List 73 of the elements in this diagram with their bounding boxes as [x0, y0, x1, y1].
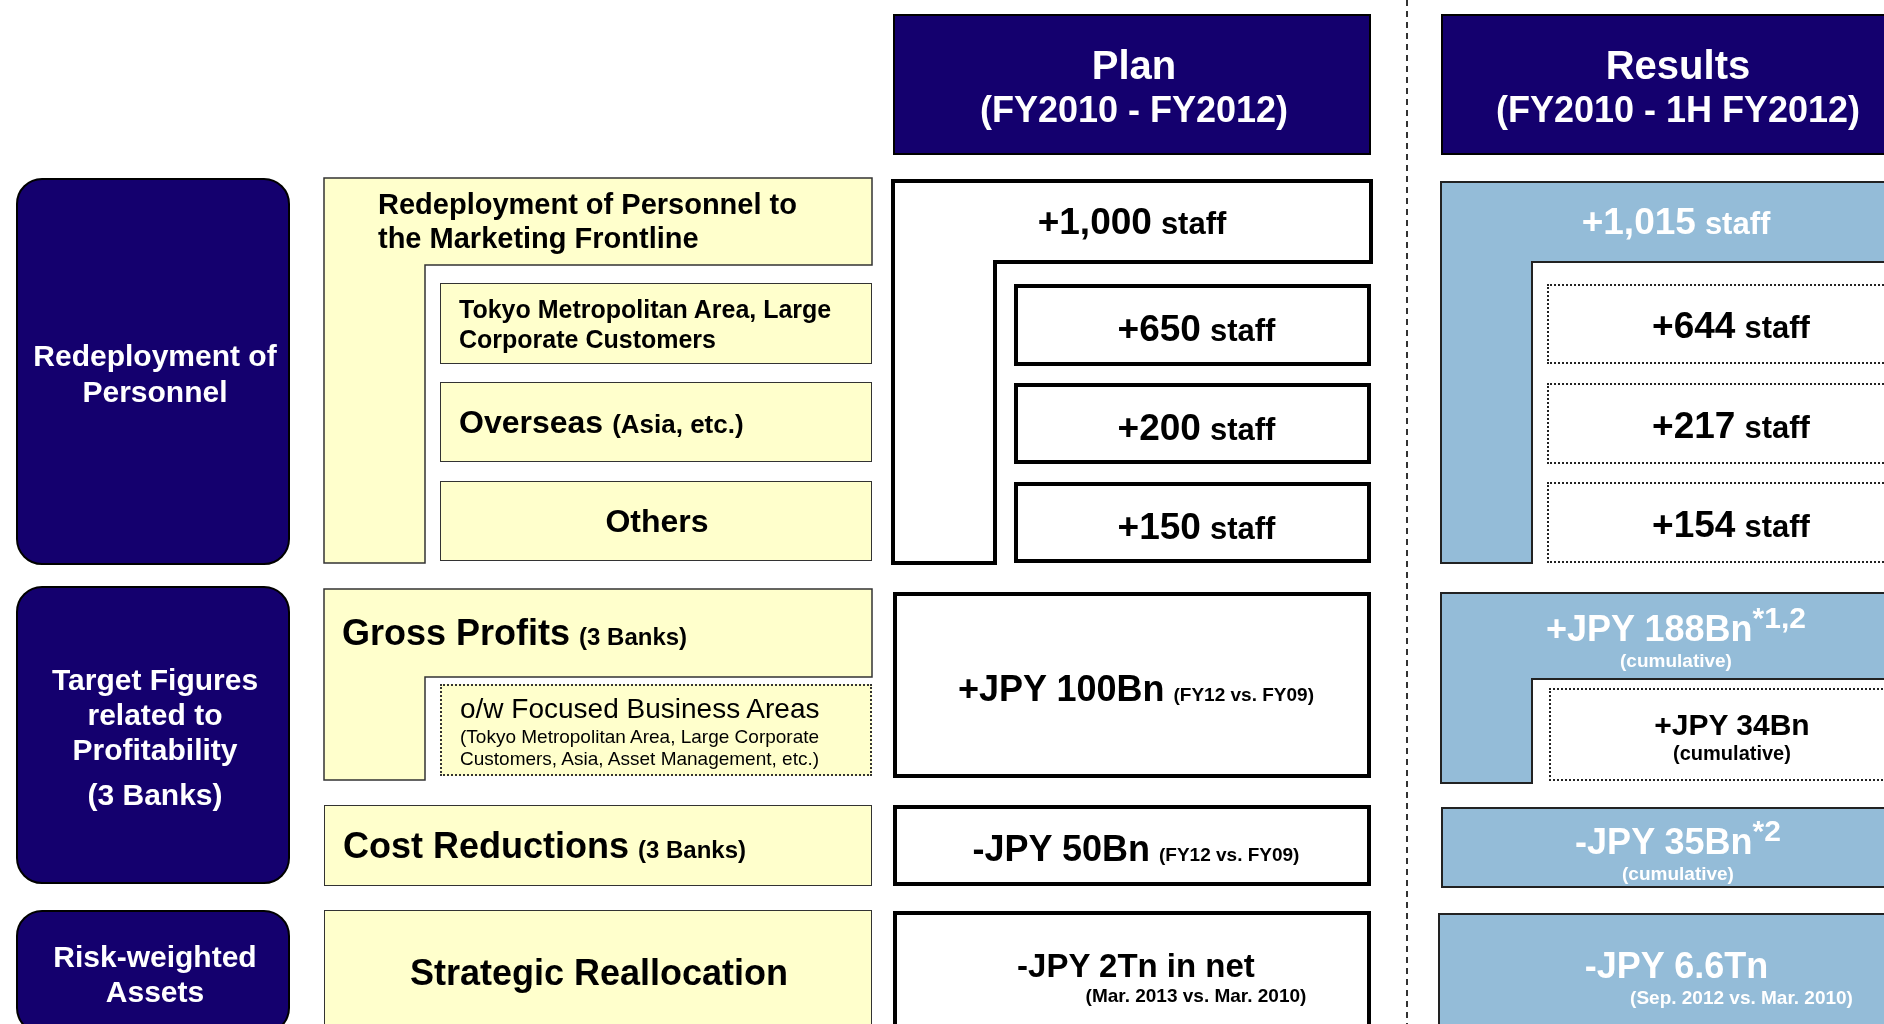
- period-text: (FY2010 - FY2012): [979, 88, 1289, 131]
- result-value: -JPY 35Bn$^{*2}$: [1575, 813, 1781, 864]
- result-box: [1438, 913, 1884, 1024]
- result-value: +JPY 188Bn$^{*1,2}$: [1546, 599, 1806, 650]
- item-note: (Asia, etc.): [612, 409, 744, 440]
- category-panel: [16, 586, 290, 884]
- target-value: -JPY 2Tn in net: [1017, 946, 1255, 986]
- result-note: staff: [1704, 206, 1771, 243]
- item-label: Overseas: [459, 404, 604, 442]
- target-note: staff: [1160, 205, 1227, 243]
- target-box: [1014, 383, 1371, 464]
- target-value: +1,000: [1037, 199, 1152, 244]
- item-panel: [324, 805, 872, 886]
- target-note: staff: [1209, 313, 1276, 350]
- result-value: +154: [1652, 502, 1736, 547]
- column-header: [893, 14, 1371, 155]
- result-value: +644: [1652, 304, 1736, 348]
- sub-item-panel: [440, 684, 872, 776]
- column-title: Plan: [1091, 42, 1177, 89]
- result-note: staff: [1744, 508, 1810, 546]
- result-note: staff: [1744, 409, 1810, 447]
- result-breakdown-box: [1549, 688, 1884, 781]
- target-box: [1014, 482, 1371, 563]
- item-panel: [440, 382, 872, 462]
- column-header: [1441, 14, 1884, 155]
- item-panel: [324, 910, 872, 1024]
- item-label: Strategic Reallocation: [409, 951, 789, 995]
- target-box: [1014, 284, 1371, 366]
- target-value: +JPY 100Bn: [958, 667, 1165, 711]
- result-box: [1441, 807, 1884, 888]
- target-box: [893, 805, 1371, 886]
- result-breakdown-box: [1547, 284, 1884, 364]
- category-panel: [16, 178, 290, 565]
- item-panel: [440, 481, 872, 561]
- result-value: +217: [1652, 403, 1736, 448]
- item-note: (3 Banks): [579, 622, 688, 651]
- target-note: staff: [1209, 411, 1276, 449]
- target-note: staff: [1209, 510, 1276, 548]
- target-note: (FY12 vs. FY09): [1173, 683, 1314, 707]
- target-box: [893, 592, 1371, 778]
- period-text: (FY2010 - 1H FY2012): [1495, 88, 1861, 131]
- result-value: +JPY 34Bn: [1654, 707, 1810, 743]
- item-panel: [440, 283, 872, 364]
- item-label: Gross Profits: [342, 611, 571, 655]
- target-value: +150: [1117, 504, 1201, 549]
- category-label: Target Figures related to Profitability: [50, 661, 260, 768]
- result-note: (cumulative): [1620, 649, 1732, 673]
- item-note: (3 Banks): [638, 836, 747, 865]
- result-note: staff: [1744, 310, 1810, 347]
- result-note: (cumulative): [1622, 863, 1734, 886]
- target-note: (FY12 vs. FY09): [1159, 844, 1300, 867]
- target-value: -JPY 50Bn: [972, 828, 1150, 871]
- target-value: +200: [1117, 405, 1201, 450]
- column-title: Results: [1605, 42, 1751, 89]
- result-value: -JPY 6.6Tn: [1584, 944, 1769, 987]
- item-label: Others: [605, 503, 709, 541]
- result-note: (cumulative): [1673, 742, 1791, 766]
- category-panel: [16, 910, 290, 1024]
- sub-item-label: o/w Focused Business Areas: [460, 693, 820, 727]
- category-note: (3 Banks): [87, 777, 223, 813]
- target-value: +650: [1117, 307, 1201, 351]
- target-box: [893, 911, 1371, 1024]
- item-label: Redeployment of Personnel to the Marketing Frontline: [378, 187, 798, 256]
- target-note: (Mar. 2013 vs. Mar. 2010): [1085, 985, 1307, 1008]
- result-note: (Sep. 2012 vs. Mar. 2010): [1630, 986, 1853, 1010]
- result-breakdown-box: [1547, 383, 1884, 464]
- category-label: Risk-weighted Assets: [52, 938, 258, 1010]
- result-breakdown-box: [1547, 482, 1884, 563]
- category-label: Redeployment of Personnel: [32, 338, 278, 409]
- item-label: Cost Reductions: [343, 825, 629, 868]
- result-value: +1,015: [1581, 200, 1696, 244]
- item-label: Tokyo Metropolitan Area, Large Corporate Customers: [459, 295, 833, 354]
- sub-item-note: (Tokyo Metropolitan Area, Large Corporate Customers, Asia, Asset Management, etc.): [460, 726, 821, 771]
